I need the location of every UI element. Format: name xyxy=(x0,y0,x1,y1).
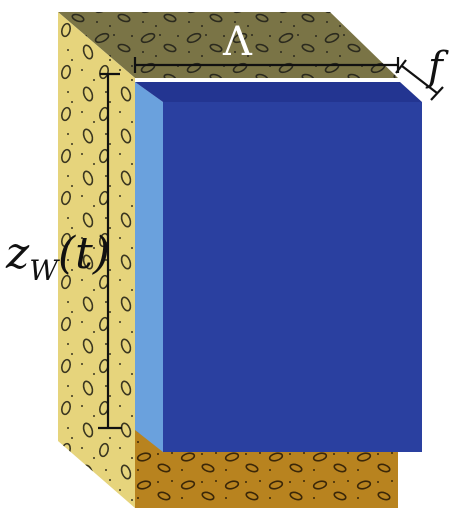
f-dimension-line xyxy=(401,65,438,94)
lambda-dimension: Λ xyxy=(133,19,400,73)
zw-label: zW(t) xyxy=(5,228,110,287)
wall-block-top xyxy=(135,82,422,102)
f-dimension-tick-top xyxy=(395,59,407,74)
f-label: f xyxy=(425,44,449,90)
zw-dimension: zW(t) xyxy=(5,72,122,430)
soil-top-face xyxy=(58,12,398,78)
zw-label-subscript: W xyxy=(29,254,60,287)
wall-block xyxy=(135,82,422,452)
lambda-label: Λ xyxy=(222,19,253,65)
soil-top-texture xyxy=(58,12,398,78)
zw-label-main: z xyxy=(5,228,30,279)
soil-left-texture xyxy=(58,12,135,508)
wall-block-front xyxy=(163,102,422,452)
zw-label-args: (t) xyxy=(58,228,110,279)
wall-block-side xyxy=(135,82,163,452)
soil-left-face xyxy=(58,12,135,508)
f-dimension-tick-bottom xyxy=(430,86,444,101)
